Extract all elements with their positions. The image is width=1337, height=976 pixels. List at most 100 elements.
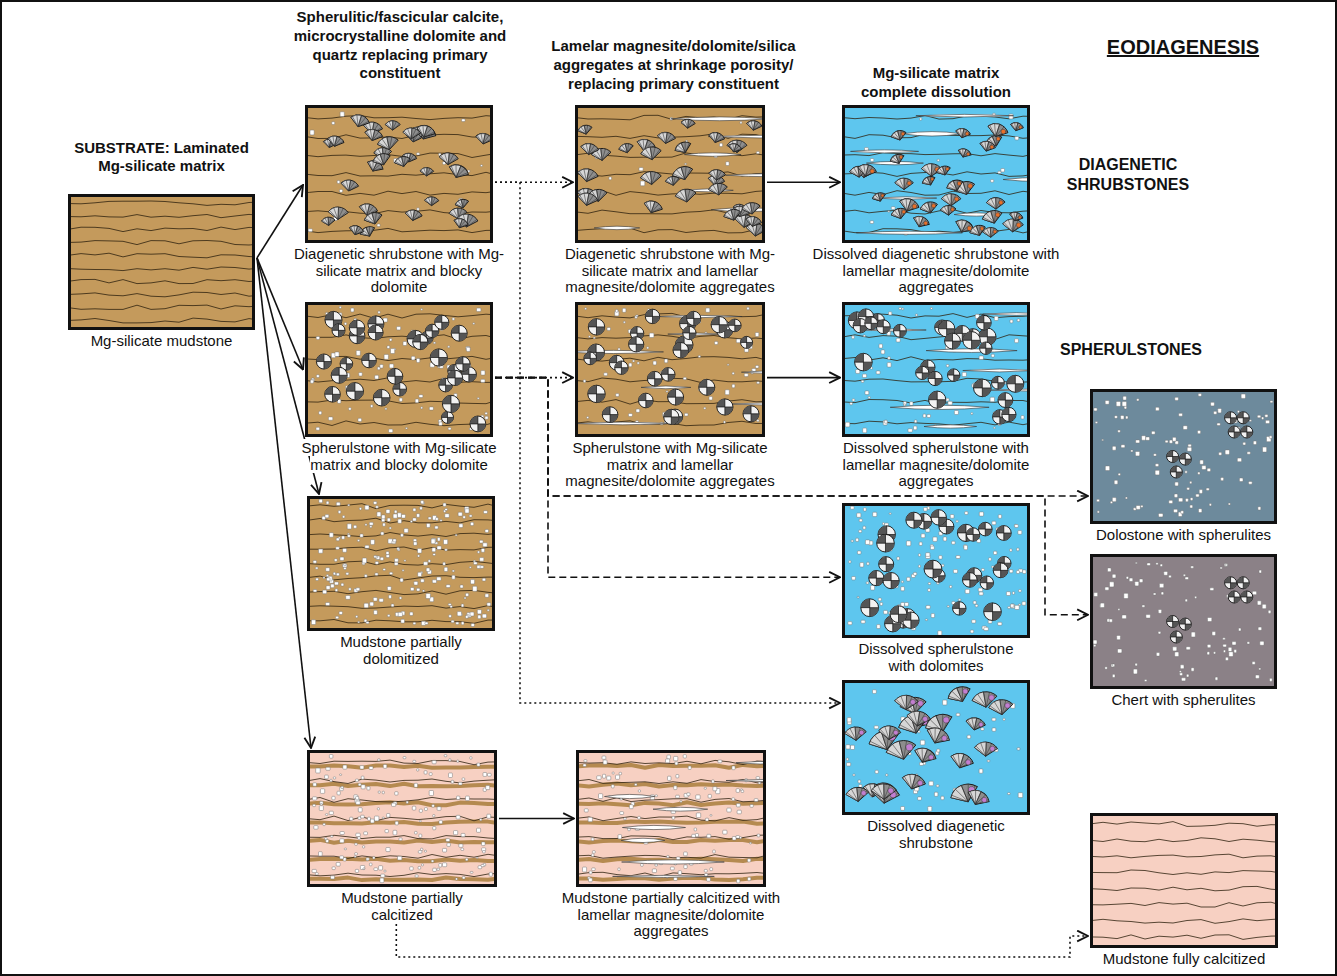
- spherulite-cross: [998, 393, 1013, 408]
- spherulite-body: [974, 379, 992, 397]
- shrub-crystal: [439, 152, 459, 166]
- dolomite-crystal: [473, 323, 475, 325]
- dolomite-crystal: [481, 371, 485, 376]
- spherulite: [991, 376, 1004, 389]
- lamellar-aggregate: [730, 403, 762, 405]
- shrub-light: [895, 178, 904, 189]
- shrub-crystal: [578, 167, 599, 184]
- shrub-light: [673, 143, 685, 156]
- spherulite-quadrant: [373, 389, 381, 397]
- spherulite-body: [741, 336, 753, 348]
- shrub-ray: [948, 208, 955, 215]
- shrub-crystal: [452, 217, 469, 230]
- shrub-crystal: [640, 171, 662, 186]
- dolomite-crystal: [403, 342, 407, 346]
- dolomite-crystal: [417, 588, 420, 591]
- shrub-ray: [927, 177, 933, 185]
- shrub-crystal: [955, 127, 972, 139]
- shrub-ray: [651, 149, 661, 159]
- shrub-accent: [1000, 129, 1006, 135]
- spherulite-quadrant: [400, 389, 407, 396]
- shrub-fan: [371, 151, 392, 167]
- shrub-ray: [947, 184, 957, 194]
- shrub-ray: [421, 170, 427, 176]
- dolomite-crystal: [440, 520, 442, 522]
- spherulite: [743, 406, 759, 422]
- spherulite-quadrant: [980, 342, 986, 348]
- lamina-line: [71, 292, 252, 297]
- dolomite-crystal: [371, 405, 373, 408]
- shrub-ray: [389, 121, 393, 130]
- spherulite: [687, 311, 701, 325]
- shrub-light: [889, 155, 899, 166]
- shrub-fan: [723, 207, 743, 222]
- dolomite-crystal: [685, 413, 689, 416]
- spherulite-cross: [948, 369, 960, 381]
- shrub-ray: [587, 173, 598, 184]
- shrub-accent: [993, 230, 997, 234]
- dolomite-crystal: [327, 578, 331, 581]
- shrub-fan: [919, 200, 939, 215]
- shrub-light: [640, 172, 652, 186]
- spherulite-body: [1007, 375, 1024, 392]
- shrub-fan: [921, 174, 937, 187]
- dolomite-crystal: [386, 509, 390, 513]
- dolomite-crystal: [1011, 604, 1015, 608]
- shrub-ray: [413, 213, 422, 221]
- dolomite-crystal: [725, 390, 729, 395]
- panel-illustration: [71, 197, 252, 327]
- shrub-ray: [401, 157, 403, 167]
- dolomite-crystal: [704, 407, 706, 409]
- dolomite-crystal: [850, 402, 853, 404]
- caption-holder: Mg-silicate mudstone: [52, 333, 272, 350]
- shrub-fan: [727, 142, 742, 154]
- spherulite-quadrant: [346, 364, 352, 370]
- spherulite-cross: [741, 336, 753, 348]
- dolomite-crystal: [870, 159, 873, 162]
- shrub-light: [871, 193, 880, 203]
- dolomite-crystal: [473, 586, 477, 591]
- dolomite-crystal: [376, 506, 379, 508]
- shrub-accent: [957, 181, 962, 186]
- dolomite-crystal: [865, 391, 869, 395]
- shrub-ray: [1010, 124, 1017, 131]
- spherulite-quadrant: [590, 358, 596, 364]
- shrub-ray: [923, 167, 932, 176]
- shrub-ray: [366, 227, 373, 237]
- shrub-ray: [995, 198, 996, 209]
- spherulite-quadrant: [1007, 375, 1015, 383]
- shrub-crystal: [986, 197, 1005, 209]
- shrub-fan: [857, 163, 878, 179]
- lamina-line: [71, 267, 252, 271]
- connector-arrow: [767, 182, 840, 184]
- shrub-ray: [381, 155, 391, 165]
- spherulite-quadrant: [676, 397, 684, 405]
- dolomite-crystal: [336, 616, 339, 618]
- spherulite-quadrant: [588, 385, 597, 394]
- spherulite-quadrant: [937, 400, 946, 409]
- shrub-fan: [940, 205, 956, 216]
- spherulite-body: [639, 393, 654, 408]
- spherulite-body: [711, 317, 727, 333]
- spherulite-quadrant: [929, 391, 938, 400]
- spherulite-body: [865, 317, 878, 330]
- shrub-ray: [461, 200, 463, 208]
- dolomite-crystal: [418, 572, 422, 576]
- shrub-fan: [447, 162, 471, 181]
- dolomite-crystal: [462, 119, 466, 122]
- shrub-accent: [995, 212, 1001, 218]
- dolomite-crystal: [316, 337, 319, 340]
- shrub-fan: [955, 127, 972, 139]
- dolomite-crystal: [732, 372, 734, 374]
- dolomite-crystal: [344, 323, 346, 326]
- shrub-light: [420, 167, 427, 176]
- dolomite-crystal: [336, 573, 339, 576]
- dolomite-crystal: [993, 427, 995, 429]
- lamina-line: [578, 115, 762, 120]
- shrub-light: [681, 119, 689, 128]
- dolomite-crystal: [446, 585, 450, 588]
- shrub-ray: [993, 136, 1003, 146]
- dolomite-crystal: [884, 420, 887, 423]
- dolomite-crystal: [640, 181, 644, 186]
- shrub-light: [475, 132, 486, 144]
